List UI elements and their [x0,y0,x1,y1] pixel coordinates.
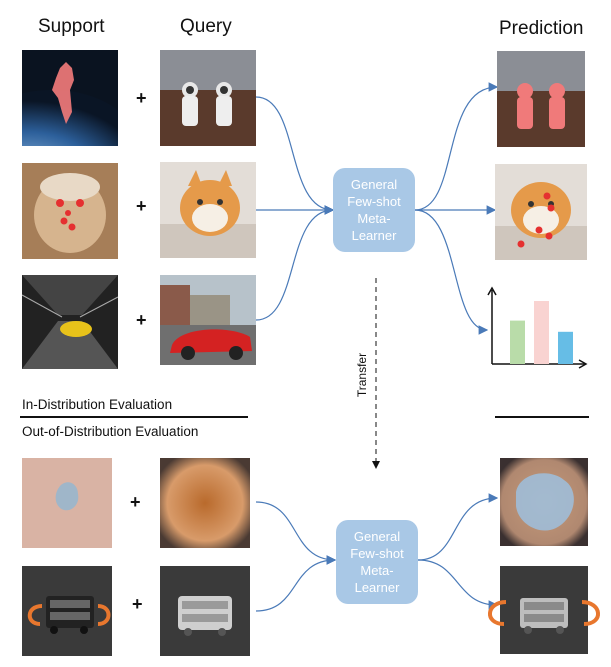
arrow-learner-to-pred1 [414,82,499,211]
prediction-image-bus-rotation [500,566,588,654]
support-image-skin-lesion [22,458,112,548]
query-image-cat [160,162,256,258]
arrow-ood-learner-to-pred2 [417,559,499,610]
learner-line-2: Few-shot [347,194,401,209]
arrow-ood-query1-to-learner [255,501,337,565]
rotation-arrow-left-icon [488,600,507,626]
learner-line-1: General [350,177,398,192]
learner-line-3: Meta- [357,211,391,226]
prediction-bar-chart [487,286,588,369]
support-image-bus-rotation [22,566,112,656]
learner-line-2: Few-shot [350,546,404,561]
arrow-ood-learner-to-pred1 [417,493,499,561]
arrow-query3-to-learner [255,205,335,321]
rotation-arrow-right-icon [581,600,600,626]
prediction-image-cat-keypoints [495,164,587,260]
meta-learner-box-bottom: General Few-shot Meta- Learner [336,520,418,604]
plus-sign: + [136,310,147,330]
chart-y-axis-arrow [487,286,497,296]
plus-sign: + [130,492,141,512]
evaluation-divider-right [495,416,589,418]
query-image-red-car [160,275,256,365]
query-column-title: Query [180,16,232,37]
prediction-image-astronauts-masked [497,51,585,147]
prediction-column-title: Prediction [499,18,584,39]
support-image-cat-keypoints [22,163,118,259]
out-of-distribution-label: Out-of-Distribution Evaluation [22,424,199,439]
chart-bar-2 [534,301,549,364]
chart-x-axis-arrow [578,359,588,369]
arrow-learner-to-pred3 [414,209,489,335]
support-image-earth-astronaut [22,50,118,146]
transfer-label: Transfer [355,352,369,398]
prediction-image-skin-lesion [500,458,588,546]
plus-sign: + [132,594,143,614]
learner-line-4: Learner [351,228,397,243]
query-image-skin-lesion [160,458,250,548]
chart-bar-1 [510,320,525,364]
arrow-query1-to-learner [255,96,335,215]
learner-line-4: Learner [354,580,400,595]
meta-learner-box-top: General Few-shot Meta- Learner [333,168,415,252]
support-column-title: Support [38,16,105,37]
arrow-ood-query2-to-learner [255,555,337,612]
learner-line-1: General [353,529,401,544]
learner-line-3: Meta- [360,563,394,578]
plus-sign: + [136,88,147,108]
query-image-bus [160,566,250,656]
support-image-car-tunnel [22,275,118,369]
in-distribution-label: In-Distribution Evaluation [22,397,173,412]
chart-bar-3 [558,331,573,364]
evaluation-divider-left [20,416,248,418]
plus-sign: + [136,196,147,216]
query-image-astronauts [160,50,256,146]
